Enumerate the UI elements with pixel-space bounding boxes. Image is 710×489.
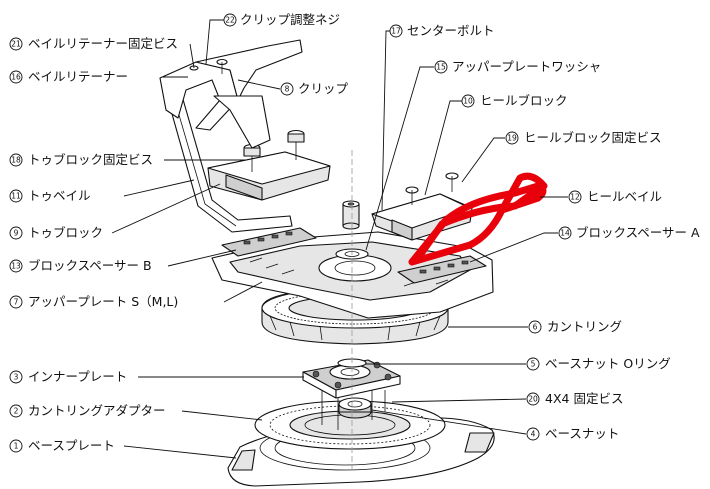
label-four-by-four-screws: 20 4X4 固定ビス <box>526 391 623 406</box>
svg-text:クリップ調整ネジ: クリップ調整ネジ <box>240 12 340 27</box>
svg-text:16: 16 <box>11 73 21 82</box>
label-bail-retainer: 16 ベイルリテーナー <box>9 69 128 84</box>
toe-bail <box>162 81 293 233</box>
svg-text:ベースナット: ベースナット <box>545 426 619 441</box>
label-cant-ring-adapter: 2 カントリングアダプター <box>9 403 166 418</box>
inner-plate <box>302 359 401 399</box>
label-inner-plate: 3 インナープレート <box>9 369 127 384</box>
svg-text:トゥベイル: トゥベイル <box>28 188 91 203</box>
label-block-spacer-a: 14 ブロックスペーサー A <box>558 225 700 240</box>
svg-text:ベイルリテーナー固定ビス: ベイルリテーナー固定ビス <box>28 36 178 51</box>
svg-text:ベイルリテーナー: ベイルリテーナー <box>28 69 128 84</box>
label-upper-plate: 7 アッパープレート S（M,L) <box>9 294 178 309</box>
block-spacer-a <box>397 255 487 284</box>
svg-text:ベースプレート: ベースプレート <box>28 438 115 453</box>
label-cant-ring: 6 カントリング <box>528 319 622 334</box>
svg-text:ブロックスペーサー B: ブロックスペーサー B <box>28 258 152 273</box>
label-block-spacer-b: 13 ブロックスペーサー B <box>9 258 152 273</box>
svg-text:19: 19 <box>507 134 517 143</box>
heel-bail-highlight <box>408 172 548 266</box>
clip <box>195 39 303 149</box>
label-base-plate: 1 ベースプレート <box>9 438 115 453</box>
label-toe-block-screws: 18 トゥブロック固定ビス <box>9 152 153 167</box>
label-clip: 8 クリップ <box>280 81 349 96</box>
svg-text:21: 21 <box>11 40 21 49</box>
svg-text:7: 7 <box>14 298 19 307</box>
base-nut <box>338 397 372 419</box>
center-bolt <box>342 200 360 230</box>
label-base-nut-o-ring: 5 ベースナット Oリング <box>526 356 671 371</box>
label-toe-bail: 11 トゥベイル <box>9 188 91 203</box>
svg-text:トゥブロック: トゥブロック <box>28 225 103 240</box>
svg-text:1: 1 <box>14 442 19 451</box>
svg-text:20: 20 <box>528 395 538 404</box>
svg-text:ベースナット Oリング: ベースナット Oリング <box>545 356 671 371</box>
svg-text:カントリングアダプター: カントリングアダプター <box>28 403 166 418</box>
label-bail-retainer-screw: 21 ベイルリテーナー固定ビス <box>9 36 178 51</box>
svg-text:15: 15 <box>436 63 446 72</box>
block-spacer-b <box>221 227 317 257</box>
svg-text:インナープレート: インナープレート <box>28 369 127 384</box>
label-upper-plate-washer: 15 アッパープレートワッシャ <box>434 59 601 74</box>
svg-text:2: 2 <box>14 407 19 416</box>
svg-text:ブロックスペーサー A: ブロックスペーサー A <box>576 225 700 240</box>
svg-text:アッパープレートワッシャ: アッパープレートワッシャ <box>452 59 601 74</box>
svg-text:ヒールブロック: ヒールブロック <box>480 93 568 108</box>
svg-text:9: 9 <box>14 229 19 238</box>
svg-text:4X4 固定ビス: 4X4 固定ビス <box>545 391 623 406</box>
label-toe-block: 9 トゥブロック <box>9 225 103 240</box>
svg-text:ヒールブロック固定ビス: ヒールブロック固定ビス <box>524 130 662 145</box>
svg-text:11: 11 <box>11 192 21 201</box>
label-heel-bail: 12 ヒールベイル <box>568 189 662 204</box>
svg-text:13: 13 <box>11 262 21 271</box>
svg-text:センターボルト: センターボルト <box>407 23 495 38</box>
svg-text:8: 8 <box>285 85 290 94</box>
svg-text:3: 3 <box>14 373 19 382</box>
svg-text:6: 6 <box>533 323 538 332</box>
label-clip-adjust-screw: 22 クリップ調整ネジ <box>223 12 340 27</box>
clip-adjust-screw <box>216 58 228 74</box>
heel-block-screws <box>405 172 459 205</box>
svg-text:12: 12 <box>570 193 580 202</box>
svg-text:14: 14 <box>560 229 570 238</box>
svg-text:トゥブロック固定ビス: トゥブロック固定ビス <box>28 152 153 167</box>
svg-text:ヒールベイル: ヒールベイル <box>587 189 662 204</box>
svg-text:10: 10 <box>463 97 473 106</box>
svg-text:17: 17 <box>391 27 401 36</box>
label-heel-block: 10 ヒールブロック <box>461 93 568 108</box>
svg-text:18: 18 <box>11 156 21 165</box>
label-heel-block-screws: 19 ヒールブロック固定ビス <box>505 130 662 145</box>
leader-lines <box>111 19 568 459</box>
svg-text:カントリング: カントリング <box>547 319 622 334</box>
svg-text:アッパープレート S（M,L): アッパープレート S（M,L) <box>28 294 178 309</box>
toe-block <box>207 151 331 201</box>
svg-text:4: 4 <box>531 430 536 439</box>
label-center-bolt: 17 センターボルト <box>389 23 495 38</box>
svg-text:22: 22 <box>225 16 235 25</box>
svg-text:クリップ: クリップ <box>298 81 349 96</box>
label-base-nut: 4 ベースナット <box>526 426 619 441</box>
heel-block <box>371 193 473 241</box>
svg-text:5: 5 <box>531 360 536 369</box>
cant-ring-adapter <box>254 400 446 450</box>
